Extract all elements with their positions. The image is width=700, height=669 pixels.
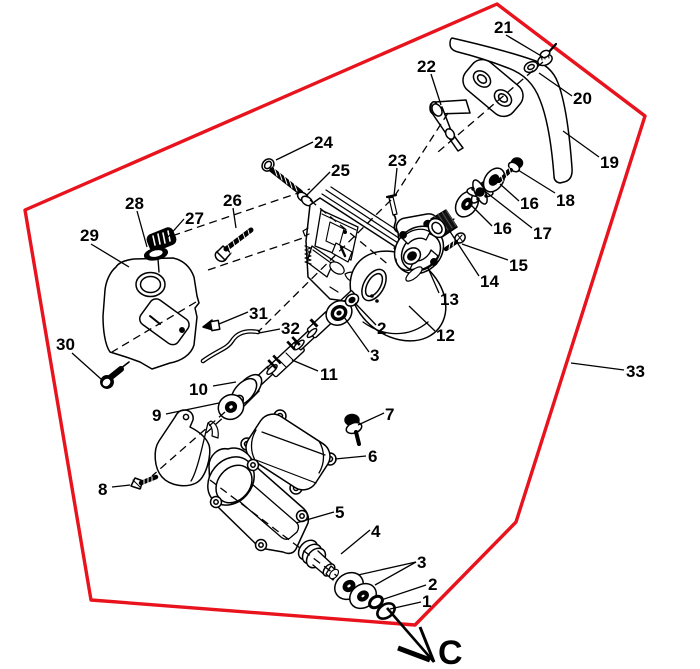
svg-text:1: 1 xyxy=(422,592,431,611)
svg-text:4: 4 xyxy=(371,522,381,541)
svg-text:16: 16 xyxy=(520,194,539,213)
svg-text:16: 16 xyxy=(493,219,512,238)
svg-text:25: 25 xyxy=(331,161,350,180)
svg-text:7: 7 xyxy=(385,405,394,424)
svg-text:2: 2 xyxy=(428,575,437,594)
svg-text:10: 10 xyxy=(189,380,208,399)
svg-text:13: 13 xyxy=(440,290,459,309)
svg-text:20: 20 xyxy=(573,89,592,108)
svg-text:26: 26 xyxy=(223,191,242,210)
svg-text:2: 2 xyxy=(377,319,386,338)
svg-text:3: 3 xyxy=(417,553,426,572)
svg-text:6: 6 xyxy=(368,447,377,466)
svg-text:9: 9 xyxy=(152,406,161,425)
svg-text:14: 14 xyxy=(480,272,499,291)
svg-text:27: 27 xyxy=(185,209,204,228)
svg-text:C: C xyxy=(438,634,463,669)
svg-text:19: 19 xyxy=(600,153,619,172)
svg-text:31: 31 xyxy=(249,304,268,323)
svg-text:33: 33 xyxy=(626,362,645,381)
svg-text:28: 28 xyxy=(125,194,144,213)
svg-text:12: 12 xyxy=(436,326,455,345)
svg-text:24: 24 xyxy=(314,133,333,152)
svg-text:15: 15 xyxy=(509,256,528,275)
svg-text:32: 32 xyxy=(281,319,300,338)
svg-text:11: 11 xyxy=(320,365,338,384)
svg-text:17: 17 xyxy=(533,224,552,243)
svg-text:8: 8 xyxy=(98,480,107,499)
svg-text:30: 30 xyxy=(56,335,75,354)
svg-text:22: 22 xyxy=(417,57,436,76)
svg-text:23: 23 xyxy=(388,151,407,170)
svg-text:29: 29 xyxy=(80,226,99,245)
svg-text:18: 18 xyxy=(556,191,575,210)
svg-text:3: 3 xyxy=(370,346,379,365)
svg-text:5: 5 xyxy=(335,503,344,522)
svg-text:21: 21 xyxy=(494,18,513,37)
